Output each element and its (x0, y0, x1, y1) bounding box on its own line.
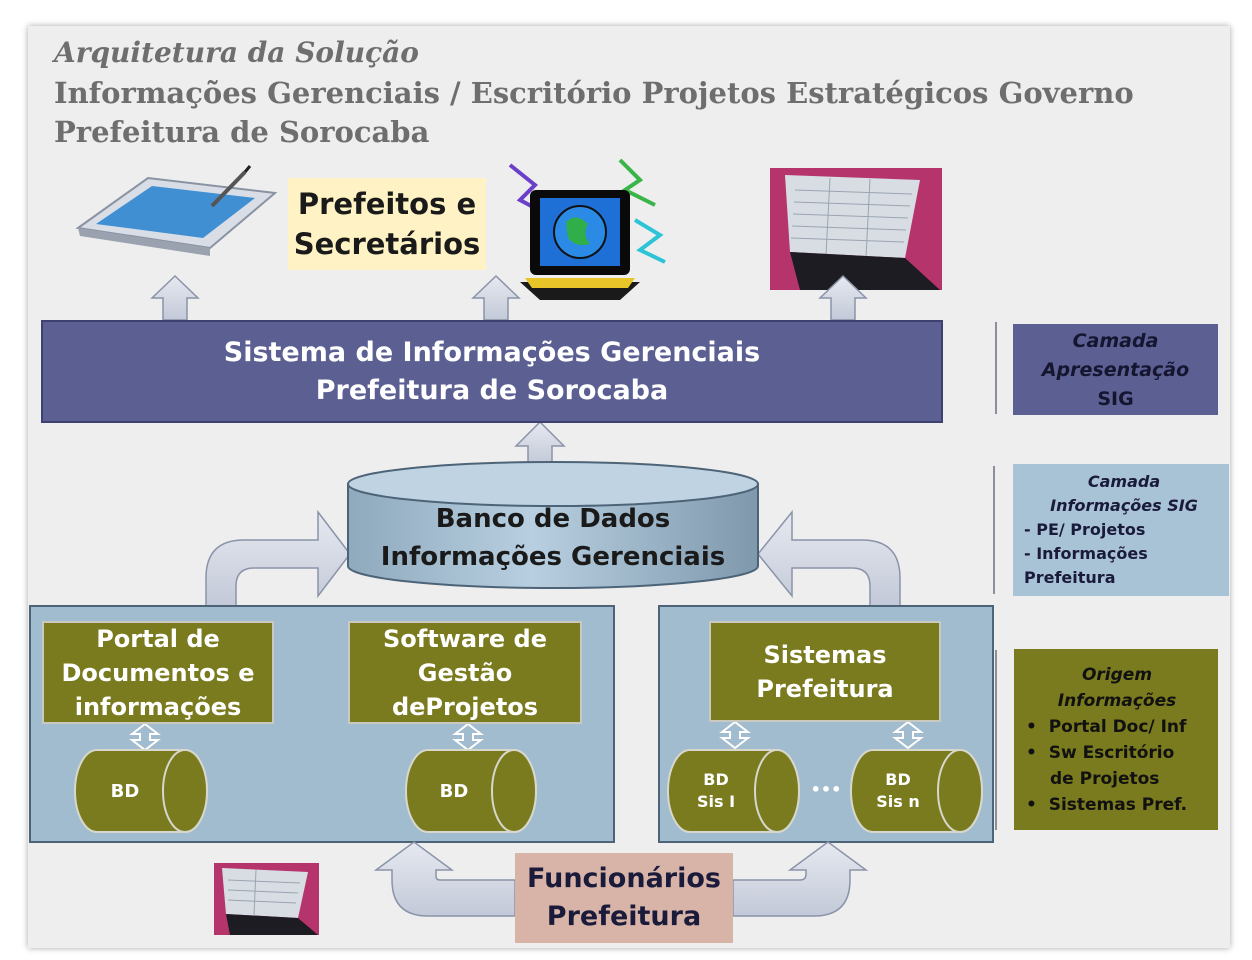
database-line2: Informações Gerenciais (380, 542, 726, 572)
portal-line1: Portal de (96, 624, 220, 653)
bd-label-sisn: BD Sis n (862, 766, 934, 816)
arrow-users-to-left (373, 841, 516, 917)
laptop-spreadsheet-icon (770, 168, 942, 290)
layer-information-bg (1013, 464, 1229, 596)
bd-sis1-line1: BD (703, 770, 729, 789)
users-bottom-bg (515, 853, 733, 943)
bd-cylinder-sisn (850, 749, 983, 833)
layer-origin-item3: de Projetos (1050, 769, 1160, 789)
bd-label-software: BD (439, 780, 469, 802)
users-bottom-label: Funcionários Prefeitura (515, 857, 733, 939)
tablet-pen-icon (75, 165, 278, 256)
computer-globe-icon (508, 158, 666, 300)
users-top-line2: Secretários (293, 227, 481, 261)
layer-origin-item4: • Sistemas Pref. (1026, 795, 1188, 815)
portal-line3: informações (74, 692, 242, 721)
layer-information-label: Camada Informações SIG - PE/ Projetos - … (1024, 470, 1224, 594)
layer-presentation-line2: Apresentação (1041, 358, 1190, 381)
layer-information-item1: - PE/ Projetos (1024, 520, 1146, 539)
users-bottom-line1: Funcionários (527, 863, 721, 894)
layer-presentation-label: Camada Apresentação SIG (1013, 326, 1218, 414)
source-portal-box: Portal de Documentos e informações (42, 621, 274, 724)
portal-line2: Documentos e (61, 658, 255, 687)
bd-cylinder-sis1 (667, 749, 800, 833)
layer-presentation-line3: SIG (1097, 387, 1134, 410)
bd-cylinder-software (405, 749, 537, 833)
origin-item1-text: Portal Doc/ Inf (1048, 717, 1187, 737)
arrow-left-to-db (205, 509, 351, 607)
layer-information-item3: Prefeitura (1024, 568, 1116, 587)
bd-label-sis1: BD Sis I (680, 766, 752, 816)
sistemas-line1: Sistemas (763, 640, 887, 669)
users-bottom-line2: Prefeitura (546, 901, 702, 932)
ellipsis-more-systems: ••• (810, 779, 842, 799)
slide-subtitle: Informações Gerenciais / Escritório Proj… (54, 76, 1134, 110)
layer-information-line2: Informações SIG (1050, 496, 1198, 515)
slide-subtitle-org: Prefeitura de Sorocaba (54, 115, 430, 149)
source-software-box: Software de Gestão deProjetos (348, 621, 582, 724)
double-arrow-sisn (892, 720, 924, 750)
layer-presentation-bg (1013, 324, 1218, 415)
layer-origin-line1: Origem (1081, 665, 1153, 685)
arrow-users-to-right (732, 841, 869, 917)
arrow-up-center (471, 274, 521, 321)
database-label: Banco de Dados Informações Gerenciais (348, 498, 758, 578)
layer-origin-line2: Informações (1057, 691, 1177, 711)
layer-origin-label: Origem Informações • Portal Doc/ Inf • S… (1018, 662, 1216, 824)
users-top-label: Prefeitos e Secretários (288, 182, 486, 266)
software-line2: Gestão (417, 658, 513, 687)
users-top-line1: Prefeitos e (297, 187, 477, 221)
arrow-right-to-db (757, 509, 901, 607)
slide-title: Arquitetura da Solução (54, 36, 419, 69)
sig-line1: Sistema de Informações Gerenciais (223, 336, 761, 368)
software-line3: deProjetos (391, 692, 539, 721)
origin-item2-text: Sw Escritório (1048, 743, 1175, 763)
layer-origin-bg (1014, 649, 1218, 830)
layer-presentation-line1: Camada (1072, 329, 1159, 352)
source-sistemas-box: Sistemas Prefeitura (709, 621, 941, 722)
layer-information-line1: Camada (1087, 472, 1161, 491)
layer-origin-item2: • Sw Escritório (1026, 743, 1175, 763)
arrow-db-to-sig (514, 420, 566, 465)
users-top-bg (288, 178, 486, 270)
sig-line2: Prefeitura de Sorocaba (315, 374, 669, 406)
sig-box (41, 320, 943, 423)
bd-sisn-line1: BD (885, 770, 911, 789)
sistemas-line2: Prefeitura (756, 674, 894, 703)
bd-cylinder-portal (74, 749, 208, 833)
layer-information-item2: - Informações (1024, 544, 1148, 563)
laptop-small-icon (214, 863, 319, 935)
database-line1: Banco de Dados (435, 504, 671, 534)
layer-origin-item1: • Portal Doc/ Inf (1026, 717, 1187, 737)
sig-box-label: Sistema de Informações Gerenciais Prefei… (42, 321, 942, 422)
database-cylinder (347, 461, 759, 589)
bd-sis1-line2: Sis I (696, 792, 736, 811)
bd-sisn-line2: Sis n (876, 792, 920, 811)
origin-item4-text: Sistemas Pref. (1048, 795, 1188, 815)
arrow-up-right (818, 274, 868, 321)
bd-label-portal: BD (110, 780, 140, 802)
software-line1: Software de (383, 624, 547, 653)
double-arrow-sis1 (719, 720, 751, 750)
arrow-up-left (150, 274, 200, 321)
